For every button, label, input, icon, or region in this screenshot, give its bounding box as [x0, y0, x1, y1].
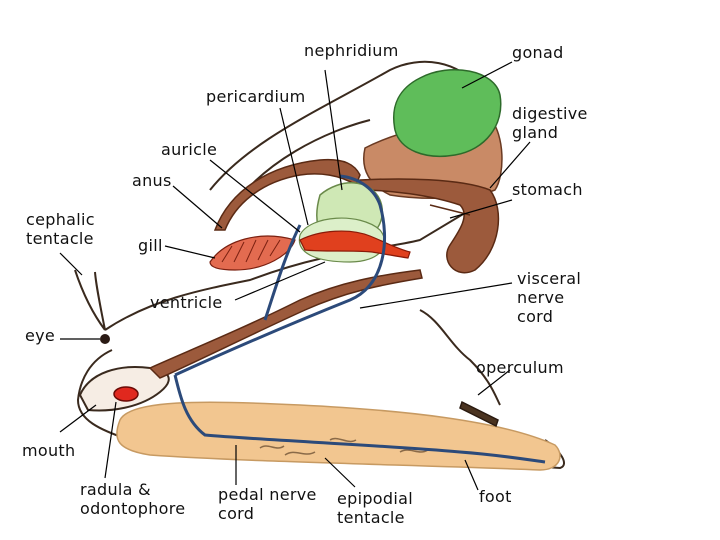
label-eye: eye [25, 326, 55, 345]
label-nephridium: nephridium [304, 41, 399, 60]
oesophagus-shape [150, 270, 422, 378]
label-stomach: stomach [512, 180, 583, 199]
label-anus: anus [132, 171, 172, 190]
label-digestive-gland: digestive gland [512, 104, 588, 142]
label-pericardium: pericardium [206, 87, 306, 106]
label-gill: gill [138, 236, 163, 255]
label-auricle: auricle [161, 140, 217, 159]
label-mouth: mouth [22, 441, 75, 460]
label-radula-odontophore: radula & odontophore [80, 480, 185, 518]
label-pedal-nerve-cord: pedal nerve cord [218, 485, 317, 523]
label-ventricle: ventricle [150, 293, 223, 312]
label-visceral-nerve-cord: visceral nerve cord [517, 269, 581, 326]
label-operculum: operculum [476, 358, 564, 377]
label-epipodial-tentacle: epipodial tentacle [337, 489, 413, 527]
eye-dot [100, 334, 110, 344]
label-cephalic-tentacle: cephalic tentacle [26, 210, 95, 248]
label-foot: foot [479, 487, 512, 506]
label-gonad: gonad [512, 43, 564, 62]
foot-shape [117, 402, 560, 470]
mouth-radula-shape [114, 387, 138, 401]
